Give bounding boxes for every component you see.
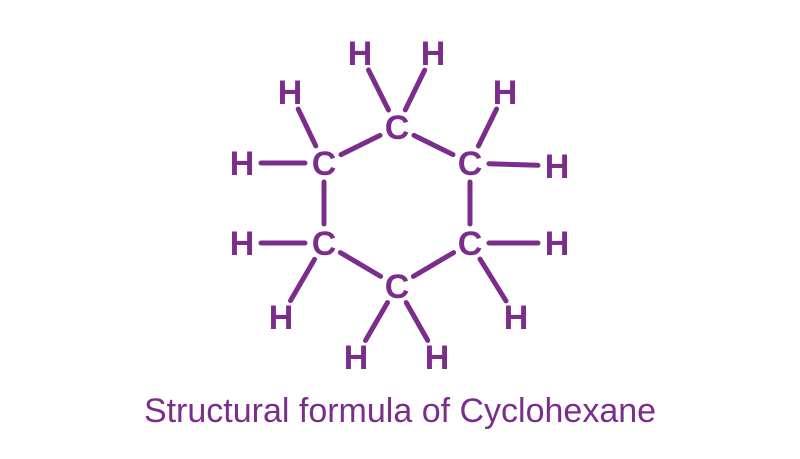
atom-label-h-H6: H [504, 299, 529, 337]
atom-label-h-H4: H [545, 148, 570, 186]
atom-label-h-H11: H [230, 145, 255, 183]
bond-C1-C2 [411, 132, 456, 158]
bond-C4-C5 [337, 250, 384, 279]
atom-label-h-H10: H [230, 225, 255, 263]
figure-caption: Structural formula of Cyclohexane [143, 392, 657, 430]
bond-C3-C4 [410, 250, 457, 279]
atom-label-c-C2: C [458, 145, 483, 183]
bond-C6-H12 [295, 106, 319, 149]
atom-label-c-C5: C [312, 225, 337, 263]
bond-C1-H1 [366, 67, 391, 113]
bond-C2-H3 [475, 106, 500, 149]
bond-C5-H9 [288, 256, 317, 304]
atom-label-c-C6: C [312, 145, 337, 183]
atom-label-c-C4: C [385, 268, 410, 306]
atom-label-h-H9: H [269, 299, 294, 337]
atom-label-c-C3: C [458, 225, 483, 263]
bond-C6-C1 [338, 132, 383, 158]
atom-label-h-H3: H [493, 74, 518, 112]
atom-label-h-H7: H [425, 339, 450, 377]
bond-C2-H4 [486, 161, 541, 168]
atom-label-h-H2: H [421, 35, 446, 73]
atom-label-h-H1: H [348, 35, 373, 73]
atom-label-c-C1: C [385, 109, 410, 147]
bond-C4-H8 [363, 300, 390, 343]
atom-label-h-H5: H [545, 225, 570, 263]
bond-C1-H2 [402, 67, 428, 113]
atom-label-h-H8: H [344, 339, 369, 377]
bond-C4-H7 [403, 300, 431, 343]
atom-label-h-H12: H [278, 74, 303, 112]
bond-C3-H6 [477, 256, 509, 304]
